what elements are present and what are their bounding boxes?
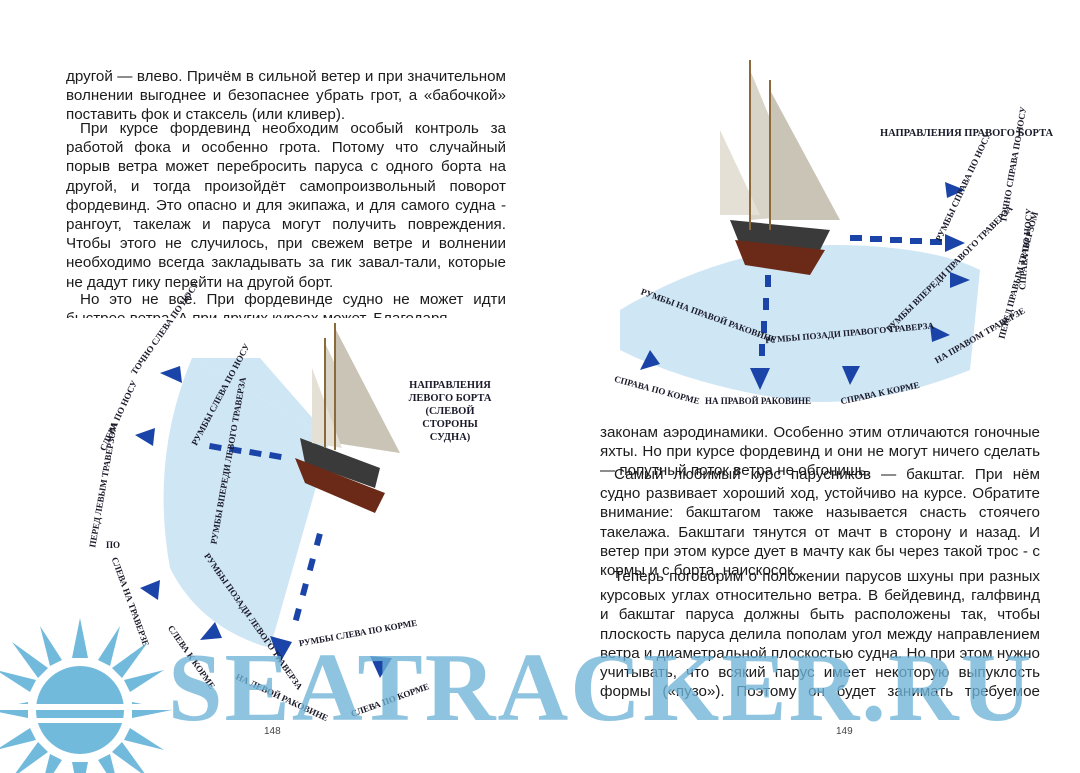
right-bearing-diagram xyxy=(620,60,1020,420)
left-paragraph-1: другой — влево. Причём в сильной ветер и… xyxy=(66,68,506,124)
left-ship-illustration xyxy=(295,323,400,513)
label-na-pravoi-rakovine: НА ПРАВОЙ РАКОВИНЕ xyxy=(705,396,812,406)
right-ship-illustration xyxy=(720,60,840,275)
right-page: НАПРАВЛЕНИЯ ПРАВОГО БОРТА ТОЧНО СПРАВА П… xyxy=(540,0,1080,773)
page-number-right: 149 xyxy=(836,726,853,737)
right-paragraph-2: Самый любимый курс парусников — бакштаг.… xyxy=(600,466,1040,580)
right-paragraph-3: Теперь поговорим о положении парусов шху… xyxy=(600,568,1040,703)
page-number-left: 148 xyxy=(264,726,281,737)
left-page: другой — влево. Причём в сильной ветер и… xyxy=(66,68,506,737)
right-paragraph-1: законам аэродинамики. Особенно этим отли… xyxy=(600,424,1040,480)
left-diagram-title-text: НАПРАВЛЕНИЯ ЛЕВОГО БОРТА (СЛЕВОЙ СТОРОНЫ… xyxy=(408,380,492,443)
left-paragraph-3: Но это не всё. При фордевинде судно не м… xyxy=(66,291,506,318)
left-sector-shape xyxy=(163,358,330,648)
label-po: ПО xyxy=(106,540,121,550)
watermark-text: SEATRACKER.RU xyxy=(168,634,1034,742)
left-diagram-title: НАПРАВЛЕНИЯ ЛЕВОГО БОРТА (СЛЕВОЙ СТОРОНЫ… xyxy=(405,379,495,444)
right-sector-shape xyxy=(620,245,980,402)
left-bearing-diagram xyxy=(120,323,460,678)
left-paragraph-2: При курсе фордевинд необходим особый кон… xyxy=(66,120,506,291)
right-arrows xyxy=(640,182,970,390)
right-diagram-title: НАПРАВЛЕНИЯ ПРАВОГО БОРТА xyxy=(880,128,1054,139)
